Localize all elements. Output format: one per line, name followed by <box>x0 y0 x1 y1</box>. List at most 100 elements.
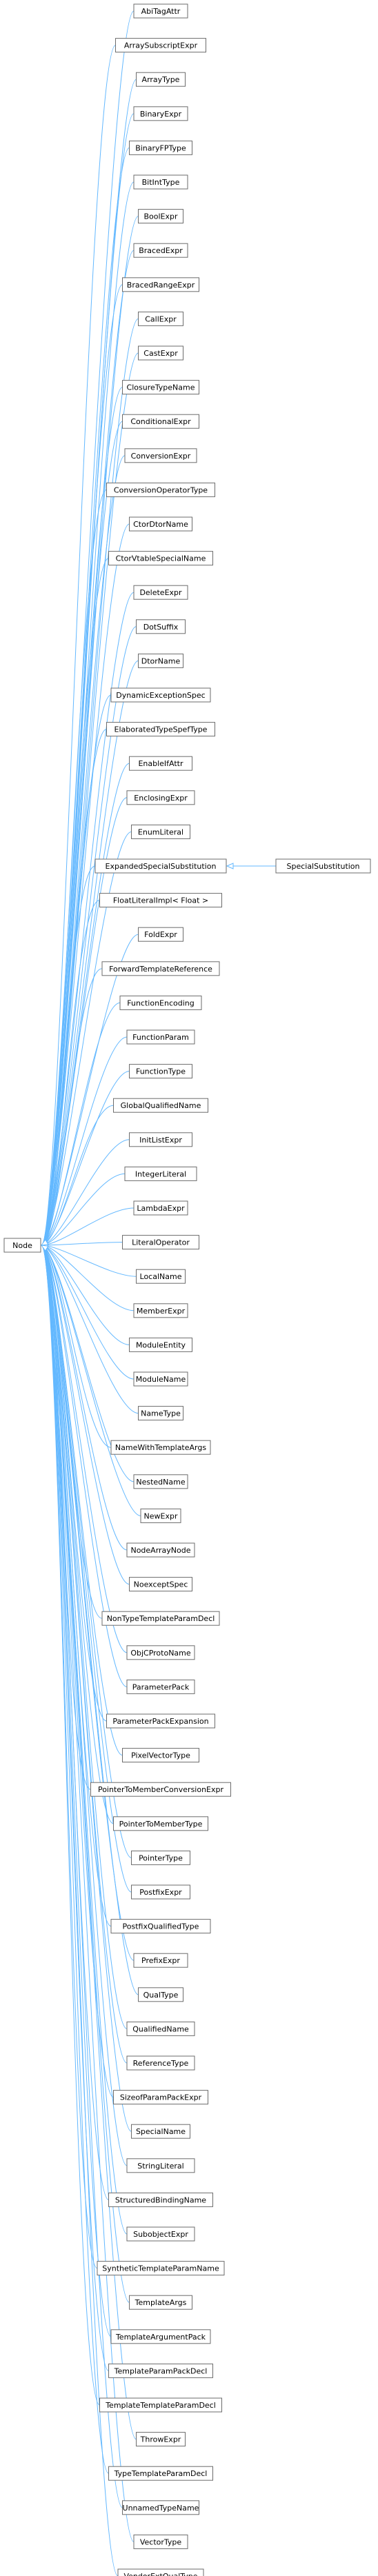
node-abitagattr[interactable]: AbiTagAttr <box>133 3 188 19</box>
node-closuretypename[interactable]: ClosureTypeName <box>122 380 199 395</box>
node-templatetemplateparamdecl-label: TemplateTemplateParamDecl <box>105 2401 216 2410</box>
node-callexpr[interactable]: CallExpr <box>138 311 183 326</box>
node-nametype[interactable]: NameType <box>138 1406 183 1421</box>
node-referencetype[interactable]: ReferenceType <box>126 2055 195 2071</box>
node-initlistexpr[interactable]: InitListExpr <box>129 1132 192 1147</box>
node-bitinttype[interactable]: BitIntType <box>133 174 188 190</box>
node-enumliteral[interactable]: EnumLiteral <box>131 824 190 839</box>
node-parameterpack[interactable]: ParameterPack <box>126 1679 195 1694</box>
node-qualtype[interactable]: QualType <box>138 1987 183 2002</box>
node-modulename[interactable]: ModuleName <box>133 1371 188 1387</box>
node-pixelvectortype[interactable]: PixelVectorType <box>122 1748 199 1763</box>
edge-noexceptspec <box>41 1245 130 1585</box>
node-noexceptspec[interactable]: NoexceptSpec <box>129 1577 192 1592</box>
node-functionencoding[interactable]: FunctionEncoding <box>119 995 202 1010</box>
node-integerliteral-label: IntegerLiteral <box>135 1169 186 1178</box>
node-subobjectexpr[interactable]: SubobjectExpr <box>126 2226 195 2242</box>
node-memberexpr[interactable]: MemberExpr <box>133 1303 188 1318</box>
node-vectortype[interactable]: VectorType <box>133 2534 188 2549</box>
node-dotsuffix-label: DotSuffix <box>143 623 179 632</box>
node-synthetictemplateparamname[interactable]: SyntheticTemplateParamName <box>97 2261 225 2276</box>
node-binaryfptype[interactable]: BinaryFPType <box>129 140 192 155</box>
node-sizeofparampackexpr[interactable]: SizeofParamPackExpr <box>113 2090 208 2105</box>
node-vendorextqualtype[interactable]: VendorExtQualType <box>117 2568 204 2576</box>
node-floatliteralimpl-float[interactable]: FloatLiteralImpl< Float > <box>99 893 222 908</box>
node-integerliteral[interactable]: IntegerLiteral <box>124 1166 197 1181</box>
node-literaloperator[interactable]: LiteralOperator <box>122 1235 199 1250</box>
node-typetemplateparamdecl[interactable]: TypeTemplateParamDecl <box>108 2466 213 2481</box>
node-moduleentity[interactable]: ModuleEntity <box>129 1337 192 1352</box>
edge-enclosingexpr <box>41 797 128 1246</box>
node-dynamicexceptionspec[interactable]: DynamicExceptionSpec <box>110 687 211 703</box>
node-dtorname[interactable]: DtorName <box>138 653 183 668</box>
node-unnamedtypename[interactable]: UnnamedTypeName <box>122 2500 199 2515</box>
node-prefixexpr[interactable]: PrefixExpr <box>133 1953 188 1968</box>
node-globalqualifiedname[interactable]: GlobalQualifiedName <box>113 1098 208 1113</box>
node-ctordtorname[interactable]: CtorDtorName <box>129 516 192 532</box>
node-enableifattr[interactable]: EnableIfAttr <box>129 756 192 771</box>
node-templateparampackdecl-label: TemplateParamPackDecl <box>114 2366 208 2375</box>
node-specialsubstitution[interactable]: SpecialSubstitution <box>275 858 371 874</box>
node-functionparam[interactable]: FunctionParam <box>126 1029 195 1045</box>
node-elaboratedtypespeftype[interactable]: ElaboratedTypeSpefType <box>106 722 215 737</box>
node-localname[interactable]: LocalName <box>136 1269 186 1284</box>
node-postfixexpr[interactable]: PostfixExpr <box>131 1884 190 1900</box>
node-globalqualifiedname-label: GlobalQualifiedName <box>121 1101 201 1110</box>
edge-abitagattr <box>41 10 135 1246</box>
node-conversionexpr[interactable]: ConversionExpr <box>124 448 197 463</box>
node-dotsuffix[interactable]: DotSuffix <box>136 619 186 634</box>
node-templateargs[interactable]: TemplateArgs <box>129 2295 192 2310</box>
node-base-label: Node <box>12 1241 32 1250</box>
node-postfixqualifiedtype[interactable]: PostfixQualifiedType <box>110 1919 211 1934</box>
node-templateparampackdecl[interactable]: TemplateParamPackDecl <box>108 2363 213 2378</box>
node-pointertomembertype[interactable]: PointerToMemberType <box>113 1816 208 1831</box>
node-deleteexpr[interactable]: DeleteExpr <box>133 585 188 600</box>
node-callexpr-label: CallExpr <box>145 314 177 323</box>
node-castexpr[interactable]: CastExpr <box>138 345 183 361</box>
edge-functionencoding <box>41 1002 121 1246</box>
node-namewithtemplateargs[interactable]: NameWithTemplateArgs <box>110 1440 211 1455</box>
node-forwardtemplatereference[interactable]: ForwardTemplateReference <box>101 961 220 976</box>
node-pointertype[interactable]: PointerType <box>131 1850 190 1865</box>
node-parameterpackexpansion[interactable]: ParameterPackExpansion <box>106 1713 215 1729</box>
node-binaryexpr[interactable]: BinaryExpr <box>133 106 188 121</box>
node-arraysubscriptexpr[interactable]: ArraySubscriptExpr <box>115 38 206 53</box>
node-conditionalexpr[interactable]: ConditionalExpr <box>122 414 199 429</box>
node-ctorvtablespecialname[interactable]: CtorVtableSpecialName <box>108 551 213 566</box>
node-specialsubstitution-label: SpecialSubstitution <box>286 862 359 871</box>
node-conversionoperatortype[interactable]: ConversionOperatorType <box>106 482 215 497</box>
node-boolexpr[interactable]: BoolExpr <box>138 209 183 224</box>
edge-nestedname <box>41 1245 135 1482</box>
node-qualifiedname[interactable]: QualifiedName <box>126 2021 195 2036</box>
node-castexpr-label: CastExpr <box>143 349 178 358</box>
node-structuredbindingname[interactable]: StructuredBindingName <box>108 2192 213 2207</box>
node-bracedrangeexpr[interactable]: BracedRangeExpr <box>122 277 199 292</box>
node-templateargumentpack[interactable]: TemplateArgumentPack <box>110 2329 211 2344</box>
node-bracedexpr[interactable]: BracedExpr <box>133 243 188 258</box>
node-specialname[interactable]: SpecialName <box>131 2124 190 2139</box>
node-nontypetemplateparamdecl[interactable]: NonTypeTemplateParamDecl <box>101 1611 220 1626</box>
node-stringliteral[interactable]: StringLiteral <box>126 2158 195 2173</box>
node-nodearraynode[interactable]: NodeArrayNode <box>126 1542 195 1558</box>
node-enclosingexpr[interactable]: EnclosingExpr <box>126 790 195 805</box>
edge-newexpr <box>41 1245 141 1516</box>
node-templatetemplateparamdecl[interactable]: TemplateTemplateParamDecl <box>99 2397 222 2413</box>
edge-globalqualifiedname <box>41 1105 114 1246</box>
node-foldexpr[interactable]: FoldExpr <box>138 927 183 942</box>
edge-localname <box>41 1245 137 1277</box>
node-templateargumentpack-label: TemplateArgumentPack <box>115 2333 206 2342</box>
node-expandedspecialsubstitution[interactable]: ExpandedSpecialSubstitution <box>94 858 227 874</box>
node-base[interactable]: Node <box>3 1238 41 1253</box>
node-throwexpr[interactable]: ThrowExpr <box>136 2432 186 2447</box>
node-nestedname[interactable]: NestedName <box>133 1474 188 1489</box>
node-structuredbindingname-label: StructuredBindingName <box>115 2195 206 2204</box>
node-namewithtemplateargs-label: NameWithTemplateArgs <box>115 1443 206 1452</box>
node-objcprotoname[interactable]: ObjCProtoName <box>126 1645 195 1660</box>
node-functiontype[interactable]: FunctionType <box>129 1064 192 1079</box>
edge-unnamedtypename <box>41 1245 123 2508</box>
node-lambdaexpr[interactable]: LambdaExpr <box>133 1200 188 1216</box>
node-pointertomemberconversionexpr[interactable]: PointerToMemberConversionExpr <box>90 1782 231 1797</box>
node-arraytype[interactable]: ArrayType <box>136 72 186 87</box>
node-referencetype-label: ReferenceType <box>133 2059 189 2068</box>
node-newexpr[interactable]: NewExpr <box>140 1508 181 1523</box>
